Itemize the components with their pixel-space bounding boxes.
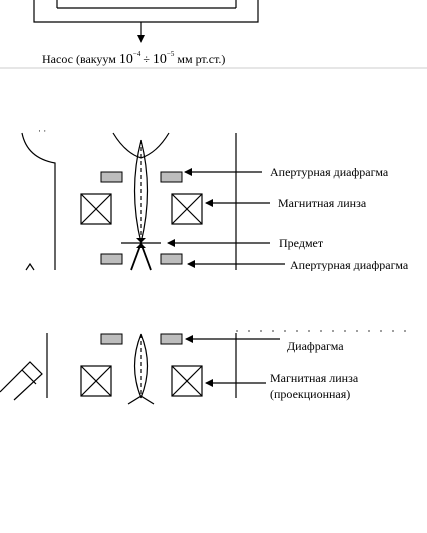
aperture-plate-left [100, 171, 123, 183]
proj-beam-right [140, 333, 149, 399]
beam-envelope-left [133, 139, 142, 244]
objective-section: · · Апертурная диафрагма Магнитна [21, 126, 409, 272]
aperture2-plate-left [100, 253, 123, 265]
diaphragm-plate-left [100, 333, 123, 345]
proj-coil-left [80, 365, 112, 397]
lens-coil-left [80, 193, 112, 225]
side-port [0, 361, 43, 401]
beam-upper-right [140, 132, 170, 159]
gap-mask [0, 271, 427, 326]
label-magnetic-lens-1: Магнитная линза [278, 196, 367, 210]
proj-beam-left [133, 333, 142, 399]
label-aperture-2: Апертурная диафрагма [290, 258, 409, 272]
chamber-outline [33, 0, 259, 23]
label-specimen: Предмет [279, 236, 324, 250]
beam-envelope-right [140, 139, 149, 244]
side-port-inner [21, 369, 37, 385]
beam-upper-left [112, 132, 142, 159]
pump-label: Насос (вакуум 10−4 ÷ 10−5 мм рт.ст.) [42, 50, 225, 67]
label-projection: (проекционная) [270, 387, 350, 401]
label-aperture-1: Апертурная диафрагма [270, 165, 389, 179]
bottom-blank [0, 405, 427, 533]
lens-coil-right [171, 193, 203, 225]
scan-dots: · · [38, 126, 46, 136]
proj-beam-exit [127, 395, 155, 405]
crossover-top [136, 238, 146, 243]
caret-mark [25, 262, 35, 271]
pump-section: Насос (вакуум 10−4 ÷ 10−5 мм рт.ст.) [0, 0, 427, 69]
crossover-bottom [136, 243, 146, 248]
diaphragm-plate-right [160, 333, 183, 345]
aperture-plate-right [160, 171, 183, 183]
proj-coil-right [171, 365, 203, 397]
aperture2-plate-right [160, 253, 183, 265]
column-left-wall [21, 132, 56, 270]
label-diaphragm: Диафрагма [287, 339, 344, 353]
projection-section: Диафрагма Магнитная линза (проекционная) [0, 330, 410, 405]
label-magnetic-lens-2: Магнитная линза [270, 371, 359, 385]
